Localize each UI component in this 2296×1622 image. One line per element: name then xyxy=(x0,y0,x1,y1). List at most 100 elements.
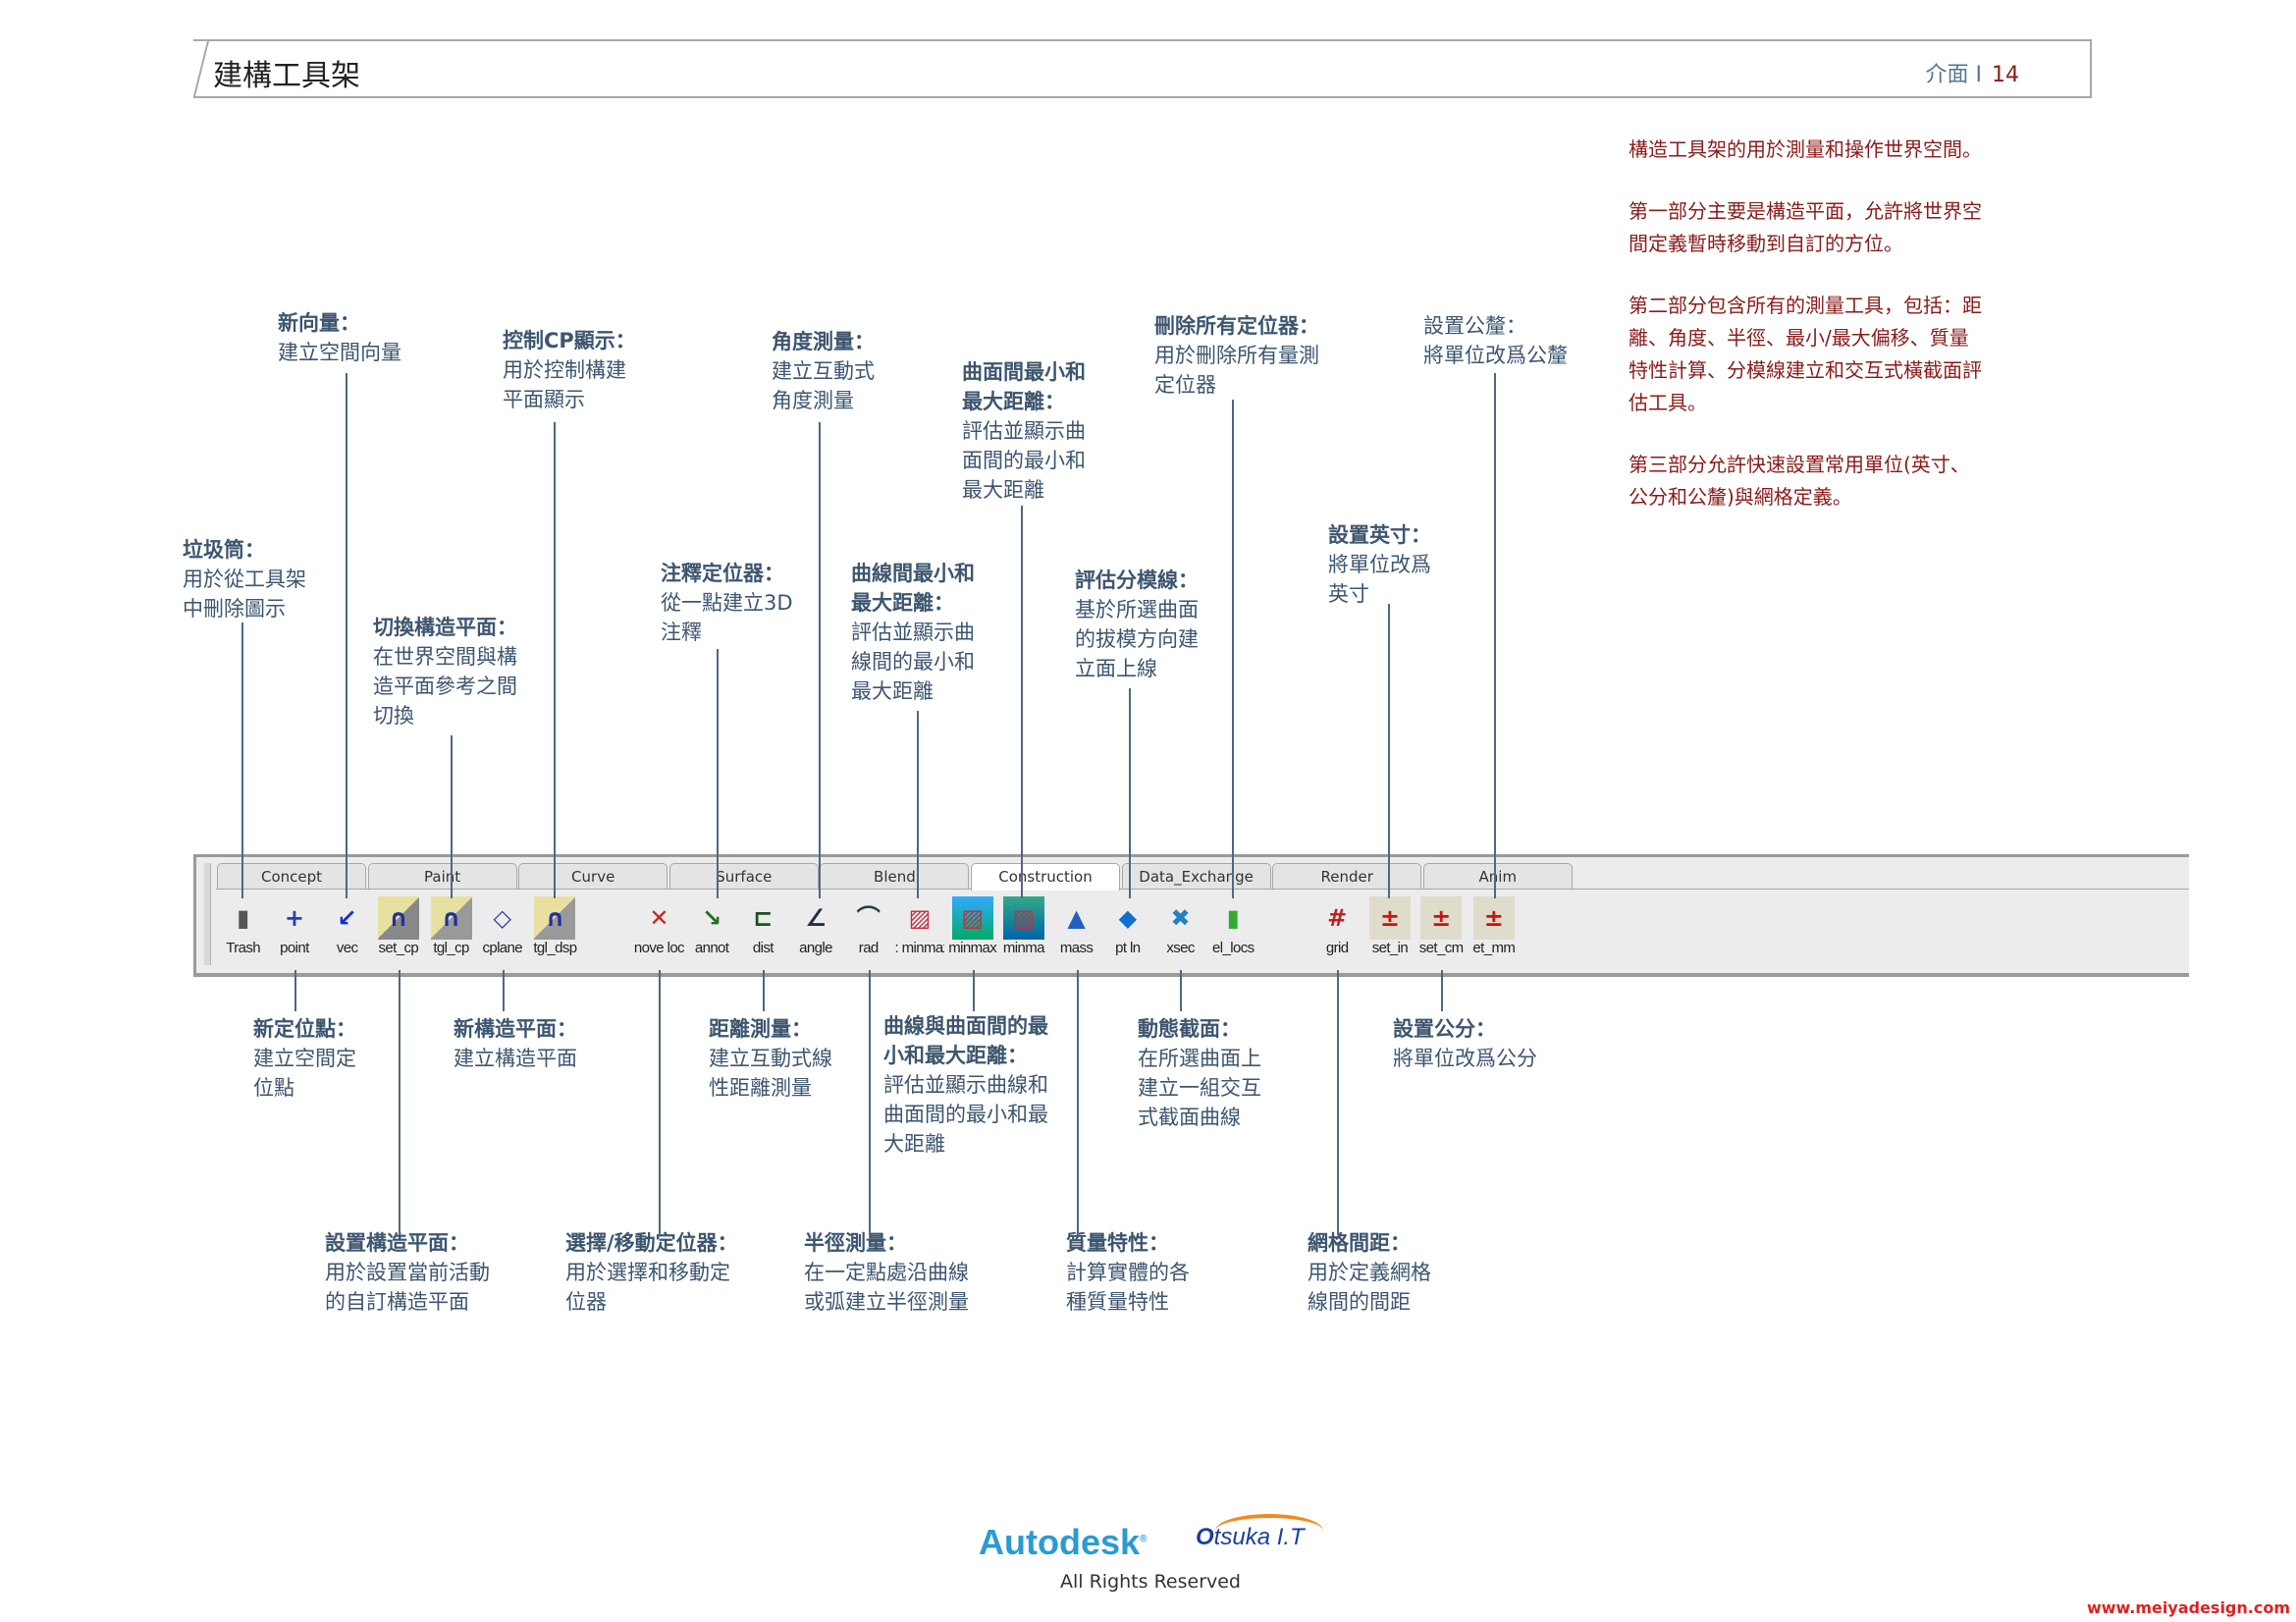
tool-label: set_cp xyxy=(378,940,419,956)
tool-trash[interactable]: ▮Trash xyxy=(218,896,268,956)
set-mm-icon: ± xyxy=(1472,896,1515,940)
tab-data_exchange[interactable]: Data_Exchange xyxy=(1121,863,1271,889)
annotation-callout: 動態截面：在所選曲面上 建立一組交互 式截面曲線 xyxy=(1138,1014,1261,1132)
annotation-title: 曲面間最小和 最大距離： xyxy=(962,360,1086,413)
shelf-grip[interactable] xyxy=(204,863,211,965)
annotation-body: 將單位改爲 英寸 xyxy=(1328,553,1431,606)
annotation-body: 建立構造平面 xyxy=(454,1047,577,1070)
annotation-title: 垃圾筒： xyxy=(183,538,265,562)
tab-anim[interactable]: Anim xyxy=(1422,863,1573,889)
annotation-callout: 曲線間最小和 最大距離：評估並顯示曲 線間的最小和 最大距離 xyxy=(851,559,975,706)
tool-et_mm[interactable]: ±et_mm xyxy=(1468,896,1519,956)
tool-set_cm[interactable]: ±set_cm xyxy=(1416,896,1467,956)
vector-arrow-icon: ↙ xyxy=(337,904,357,932)
set-construction-plane-icon: ∩ xyxy=(377,896,419,940)
tool-noveloc[interactable]: ✕nove loc xyxy=(634,896,684,956)
tab-blend[interactable]: Blend xyxy=(820,863,970,889)
tool-tgl_dsp[interactable]: ∩tgl_dsp xyxy=(530,896,580,956)
annotation-icon: ↘ xyxy=(702,904,722,932)
mass-icon: ▲ xyxy=(1067,904,1086,932)
tool-minmax[interactable]: ▨minmax xyxy=(947,896,997,956)
tool-minma[interactable]: ▨minma xyxy=(998,896,1048,956)
annotation-title: 網格間距： xyxy=(1308,1231,1411,1255)
tool-minmax[interactable]: ▨: minmax xyxy=(894,896,944,956)
tab-curve[interactable]: Curve xyxy=(518,863,668,889)
leader-line xyxy=(717,649,719,898)
tool-vec[interactable]: ↙ vec xyxy=(322,896,372,956)
brand-name: Autodesk xyxy=(979,1522,1141,1562)
annotation-title: 曲線與曲面間的最 小和最大距離： xyxy=(883,1014,1048,1067)
annotation-callout: 新向量：建立空間向量 xyxy=(278,308,401,367)
move-locator-icon: ✕ xyxy=(649,904,669,932)
leader-line xyxy=(1388,604,1390,898)
surface-minmax-icon: ▨ xyxy=(1002,896,1044,940)
tool-label: el_locs xyxy=(1212,940,1255,956)
annotation-body: 在世界空間與構 造平面參考之間 切換 xyxy=(373,645,517,728)
angle-icon: ∠ xyxy=(805,904,827,932)
annotation-body: 計算實體的各 種質量特性 xyxy=(1066,1261,1190,1314)
tool-label: grid xyxy=(1325,940,1349,956)
annotation-body: 建立互動式線 性距離測量 xyxy=(709,1047,832,1100)
section-label: 介面 I xyxy=(1925,63,1982,87)
leader-line xyxy=(1337,970,1339,1235)
rights-text: All Rights Reserved xyxy=(1060,1571,1241,1593)
annotation-title: 設置構造平面： xyxy=(325,1231,469,1255)
annotation-body: 基於所選曲面 的拔模方向建 立面上線 xyxy=(1075,598,1199,680)
tool-angle[interactable]: ∠angle xyxy=(791,896,841,956)
tool-annot[interactable]: ↘ annot xyxy=(687,896,737,956)
set-inches-icon: ± xyxy=(1368,896,1411,940)
leader-line xyxy=(554,422,556,898)
leader-line xyxy=(869,970,871,1235)
tab-construction[interactable]: Construction xyxy=(971,863,1120,891)
annotation-title: 質量特性： xyxy=(1066,1231,1169,1255)
tool-point[interactable]: +point xyxy=(269,896,319,956)
tab-concept[interactable]: Concept xyxy=(217,863,366,889)
tool-label: set_in xyxy=(1371,940,1409,956)
leader-line xyxy=(917,711,919,898)
tool-grid[interactable]: #grid xyxy=(1312,896,1362,956)
leader-line xyxy=(1180,970,1182,1011)
annotation-callout: 設置構造平面：用於設置當前活動 的自訂構造平面 xyxy=(325,1228,490,1317)
tool-ptln[interactable]: ◆pt ln xyxy=(1102,896,1152,956)
tool-el_locs[interactable]: ▮ el_locs xyxy=(1208,896,1258,956)
annotation-title: 角度測量： xyxy=(772,330,875,353)
annotation-body: 用於選擇和移動定 位器 xyxy=(565,1261,730,1314)
annotation-callout: 設置英寸：將單位改爲 英寸 xyxy=(1328,520,1431,609)
tool-xsec[interactable]: ✖xsec xyxy=(1155,896,1205,956)
tool-label: vec xyxy=(336,940,358,956)
leader-line xyxy=(503,970,505,1011)
tool-tgl_cp[interactable]: ∩tgl_cp xyxy=(426,896,476,956)
tab-paint[interactable]: Paint xyxy=(367,863,517,889)
tool-label: tgl_dsp xyxy=(533,940,577,956)
tool-label: pt ln xyxy=(1115,940,1141,956)
annotation-body: 用於定義網格 線間的間距 xyxy=(1308,1261,1431,1314)
annotation-callout: 垃圾筒：用於從工具架 中刪除圖示 xyxy=(183,535,306,623)
leader-line xyxy=(399,970,400,1235)
annotation-callout: 曲面間最小和 最大距離：評估並顯示曲 面間的最小和 最大距離 xyxy=(962,357,1086,505)
annotation-callout: 網格間距： 用於定義網格 線間的間距 xyxy=(1308,1228,1431,1317)
annotation-body: 建立互動式 角度測量 xyxy=(772,359,875,412)
annotation-callout: 評估分模線： 基於所選曲面 的拔模方向建 立面上線 xyxy=(1075,566,1199,683)
tab-surface[interactable]: Surface xyxy=(668,863,819,889)
leader-line xyxy=(1494,373,1496,898)
tool-label: set_cm xyxy=(1418,940,1464,956)
site-url: www.meiyadesign.com xyxy=(2086,1598,2290,1617)
tool-label: annot xyxy=(694,940,729,956)
tool-label: minmax xyxy=(948,940,997,956)
intro-paragraph: 第一部分主要是構造平面，允許將世界空 間定義暫時移動到自訂的方位。 xyxy=(1629,199,1982,255)
annotation-callout: 注釋定位器：從一點建立3D 注釋 xyxy=(661,559,793,647)
tool-set_in[interactable]: ±set_in xyxy=(1364,896,1415,956)
tool-set_cp[interactable]: ∩set_cp xyxy=(373,896,423,956)
curve-minmax-icon: ▨ xyxy=(908,904,932,932)
tool-label: mass xyxy=(1059,940,1094,956)
tab-render[interactable]: Render xyxy=(1272,863,1422,889)
annotation-title: 評估分模線： xyxy=(1075,568,1199,592)
delete-locators-icon: ▮ xyxy=(1226,904,1240,932)
tool-rad[interactable]: ⌒rad xyxy=(843,896,893,956)
tool-mass[interactable]: ▲ mass xyxy=(1051,896,1101,956)
tool-cplane[interactable]: ◇cplane xyxy=(477,896,527,956)
tool-dist[interactable]: ⊏dist xyxy=(738,896,788,956)
annotation-title: 設置公釐： xyxy=(1423,314,1526,338)
otsuka-logo: Otsuka I.T xyxy=(1196,1514,1323,1551)
